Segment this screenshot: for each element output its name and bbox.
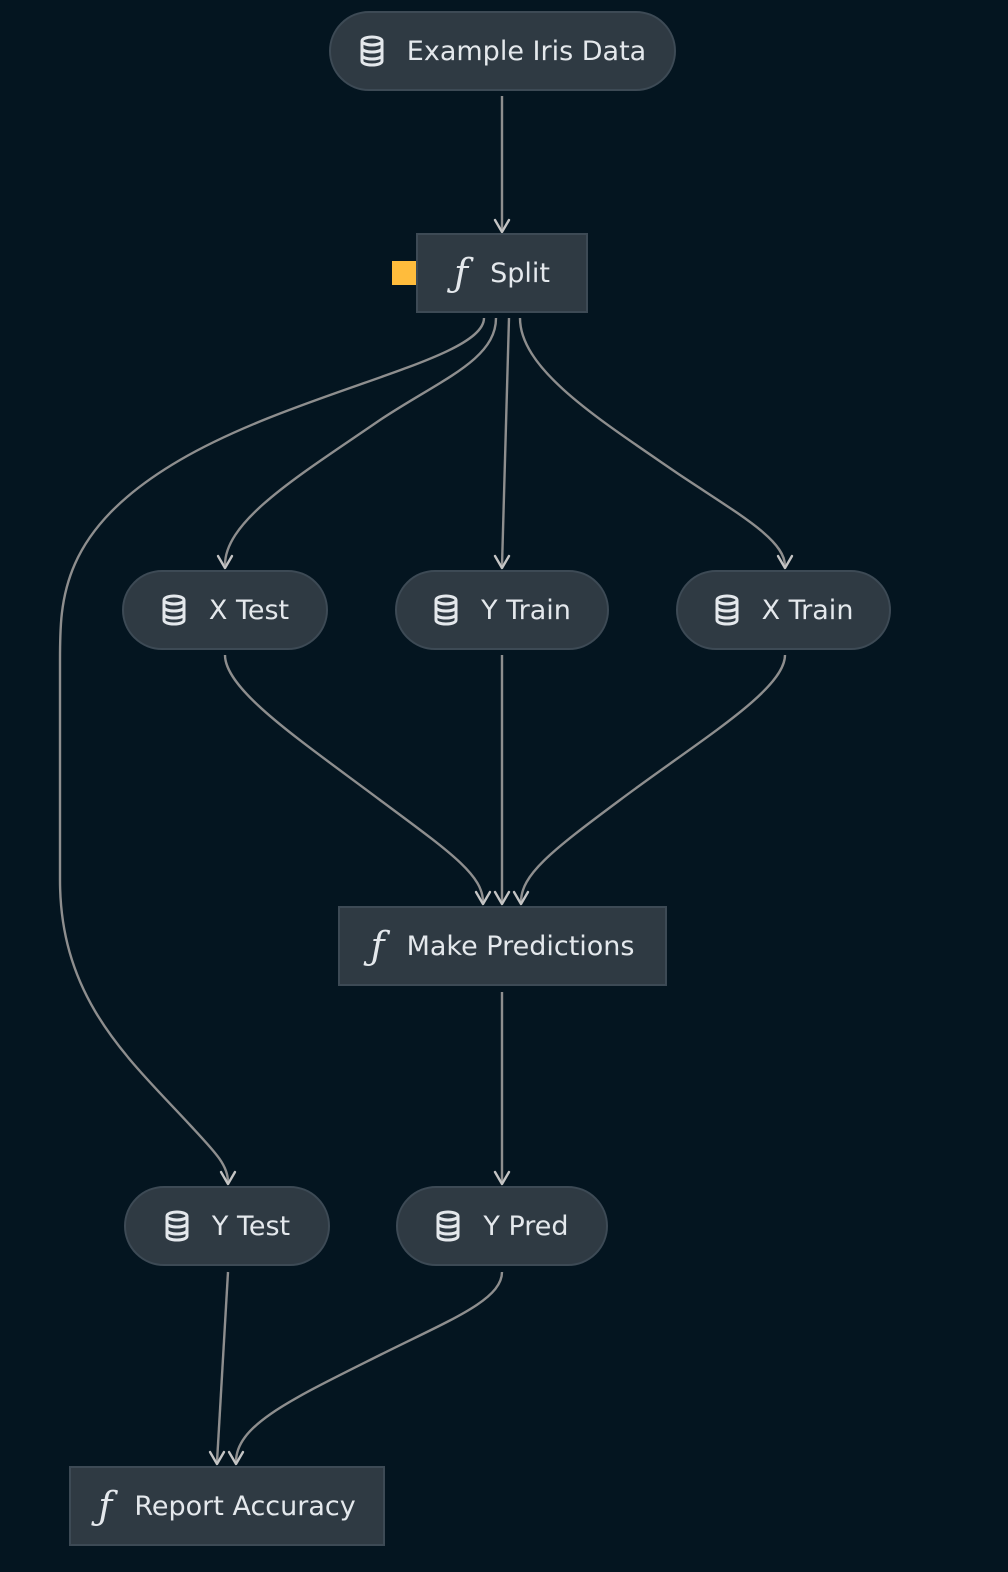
function-icon: ƒ: [98, 1484, 113, 1528]
node-label: Make Predictions: [406, 930, 635, 962]
database-icon: [161, 594, 187, 626]
edge-x-train-to-make-predictions: [519, 654, 787, 903]
function-icon: ƒ: [454, 251, 469, 295]
split-status-marker: [392, 261, 416, 285]
edge-y-test-to-report-accuracy: [215, 1271, 230, 1463]
node-label: Y Test: [211, 1210, 291, 1242]
node-label: X Train: [761, 594, 854, 626]
node-label: Example Iris Data: [406, 35, 647, 67]
node-label: Report Accuracy: [134, 1490, 356, 1522]
node-y-train[interactable]: Y Train: [395, 570, 609, 650]
node-label: Split: [490, 257, 550, 289]
arrowhead: [493, 554, 511, 570]
arrowhead: [493, 1170, 511, 1186]
node-x-test[interactable]: X Test: [122, 570, 328, 650]
arrowhead: [512, 890, 530, 906]
node-y-pred[interactable]: Y Pred: [396, 1186, 608, 1266]
node-label: Y Train: [481, 594, 571, 626]
edge-split-to-x-train: [518, 317, 787, 567]
edge-split-to-y-train: [500, 317, 511, 567]
node-x-train[interactable]: X Train: [676, 570, 891, 650]
node-split[interactable]: ƒ Split: [416, 233, 588, 313]
node-report-accuracy[interactable]: ƒ Report Accuracy: [69, 1466, 385, 1546]
edge-x-test-to-make-predictions: [223, 654, 485, 903]
arrowhead: [493, 218, 511, 234]
edge-y-pred-to-report-accuracy: [234, 1271, 504, 1463]
node-example-iris-data[interactable]: Example Iris Data: [329, 11, 676, 91]
arrowhead: [227, 1450, 245, 1466]
database-icon: [714, 594, 740, 626]
database-icon: [164, 1210, 190, 1242]
arrowhead: [776, 554, 794, 570]
arrowhead: [474, 890, 492, 906]
arrowhead: [216, 554, 234, 570]
edge-split-to-y-test: [58, 317, 486, 1183]
node-label: X Test: [208, 594, 290, 626]
database-icon: [433, 594, 459, 626]
database-icon: [435, 1210, 461, 1242]
arrowhead: [208, 1450, 226, 1466]
edge-split-to-x-test: [223, 317, 498, 566]
database-icon: [359, 35, 385, 67]
arrowhead: [219, 1170, 237, 1186]
function-icon: ƒ: [370, 924, 385, 968]
node-make-predictions[interactable]: ƒ Make Predictions: [338, 906, 667, 986]
arrowhead: [493, 890, 511, 906]
node-y-test[interactable]: Y Test: [124, 1186, 330, 1266]
node-label: Y Pred: [483, 1210, 569, 1242]
